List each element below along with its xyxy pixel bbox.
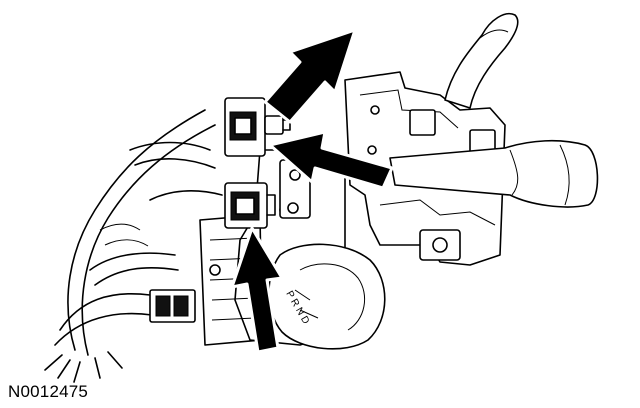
lower-connector bbox=[149, 289, 196, 323]
connector-middle bbox=[224, 182, 276, 229]
connector-upper bbox=[224, 97, 291, 157]
arrow-up bbox=[230, 226, 284, 354]
turn-signal-stalk bbox=[389, 139, 599, 208]
arrow-left bbox=[268, 130, 394, 190]
figure-id-label: N0012475 bbox=[8, 382, 89, 401]
upper-stalk-lever bbox=[444, 13, 519, 109]
wiring-harness bbox=[44, 109, 223, 383]
arrow-down-left bbox=[263, 28, 357, 124]
